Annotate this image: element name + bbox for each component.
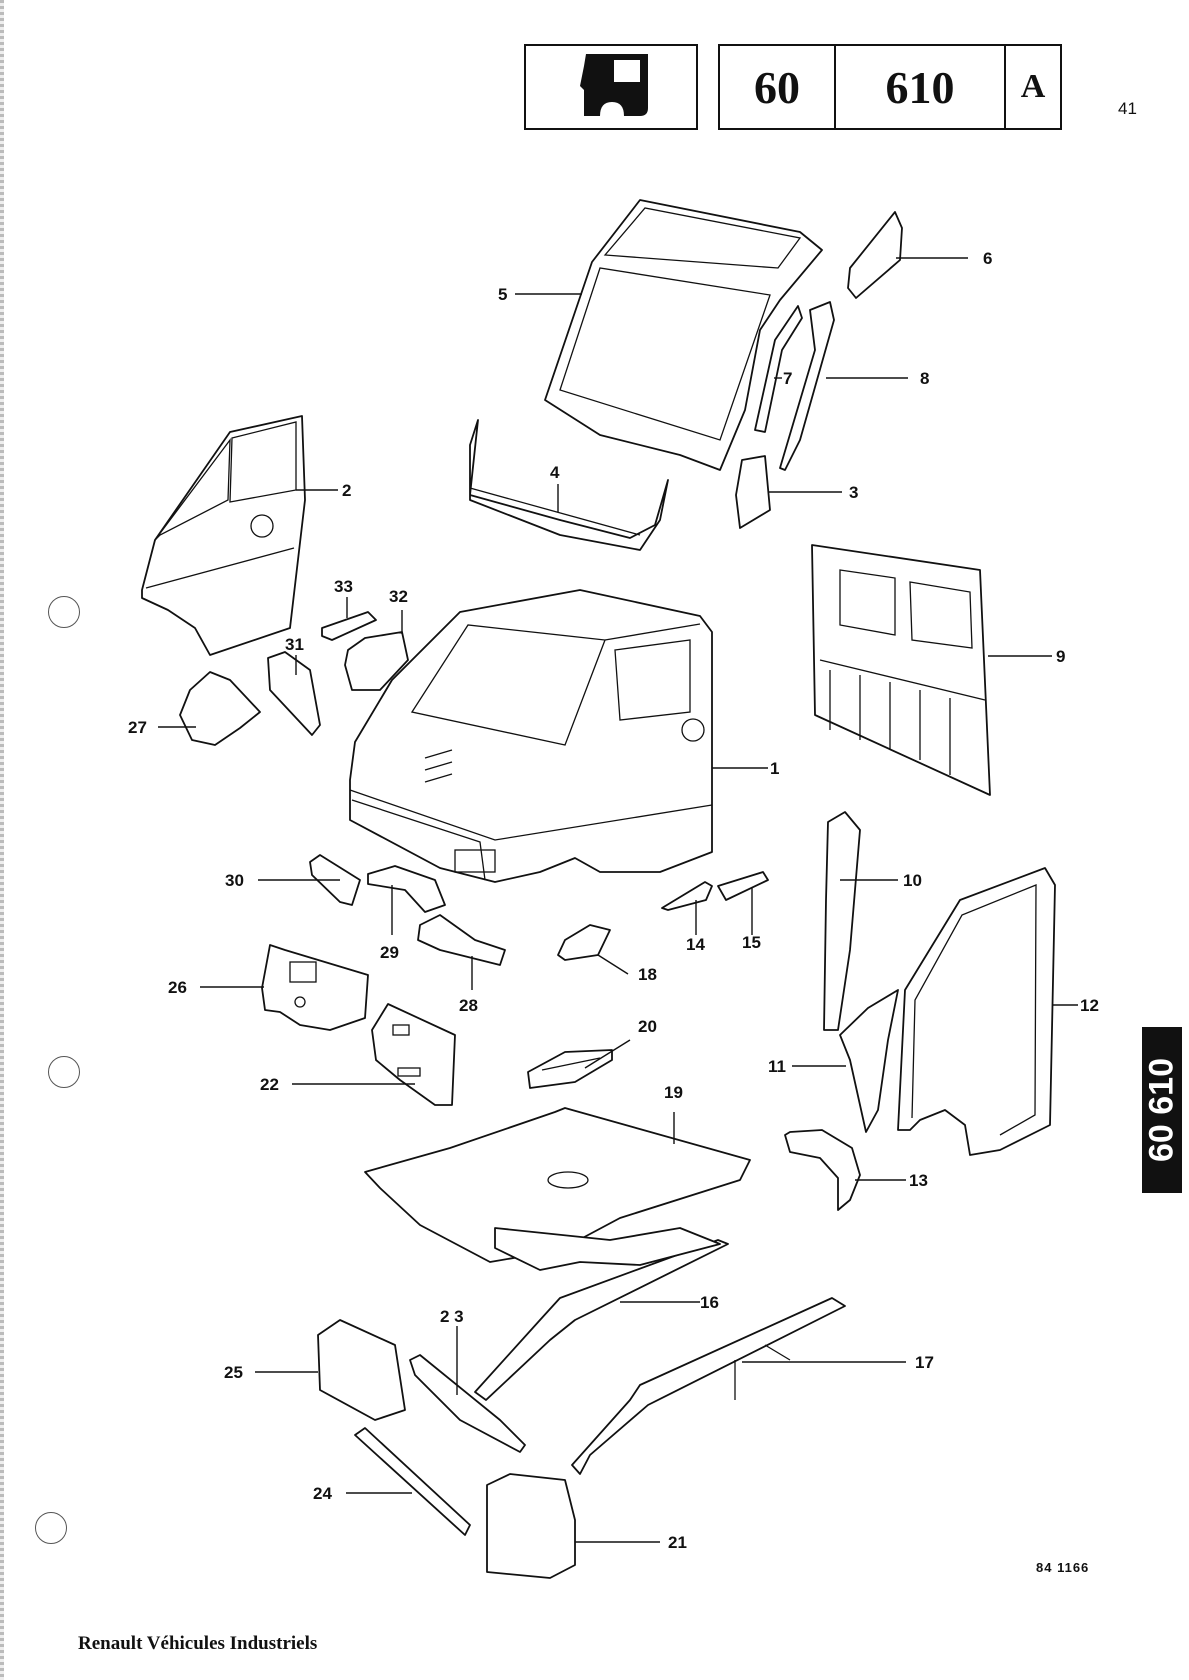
callout-27: 27 [128, 718, 147, 737]
callout-4: 4 [550, 463, 560, 482]
callout-1: 1 [770, 759, 779, 778]
callout-17: 17 [915, 1353, 934, 1372]
part-19-floor-pan [365, 1108, 750, 1270]
part-3-panel [736, 456, 770, 528]
part-26-dash-panel [262, 945, 368, 1030]
callout-31: 31 [285, 635, 304, 654]
callout-33: 33 [334, 577, 353, 596]
callout-28: 28 [459, 996, 478, 1015]
callout-26: 26 [168, 978, 187, 997]
part-25-bracket-box [318, 1320, 405, 1420]
callout-2: 2 [342, 481, 351, 500]
callout-19-20-label: 20 [638, 1017, 657, 1036]
drawing-reference: 84 1166 [1036, 1560, 1089, 1575]
callout-7: 7 [783, 369, 792, 388]
part-18-vent [558, 925, 610, 960]
callout-13: 13 [909, 1171, 928, 1190]
part-27-mount-plate [180, 672, 260, 745]
callout-18: 18 [638, 965, 657, 984]
callout-6: 6 [983, 249, 992, 268]
callout-8: 8 [920, 369, 929, 388]
part-9-rear-wall [812, 545, 990, 795]
part-11-wheel-arch-inner [840, 990, 898, 1132]
part-28-bracket [418, 915, 505, 965]
part-33-strip [322, 612, 376, 640]
callout-29: 29 [380, 943, 399, 962]
callout-30: 30 [225, 871, 244, 890]
part-17-long-member [572, 1298, 845, 1474]
callout-5: 5 [498, 285, 507, 304]
part-6-roof-section [848, 212, 902, 298]
part-15-sill-piece [718, 872, 768, 900]
callout-12: 12 [1080, 996, 1099, 1015]
callout-11: 11 [768, 1057, 786, 1076]
part-12-door-frame [898, 868, 1055, 1155]
part-1-cab-shell [350, 590, 712, 882]
callout-25: 25 [224, 1363, 243, 1382]
part-29-arch-panel [368, 866, 445, 912]
callout-19: 19 [664, 1083, 683, 1102]
publisher-footer: Renault Véhicules Industriels [78, 1633, 317, 1655]
callout-14: 14 [686, 935, 705, 954]
part-31-gusset [268, 652, 320, 735]
part-21-box-member [487, 1474, 575, 1578]
callout-15: 15 [742, 933, 761, 952]
callout-32: 32 [389, 587, 408, 606]
part-24-rail [355, 1428, 470, 1535]
callout-3: 3 [849, 483, 858, 502]
callout-16: 16 [700, 1293, 719, 1312]
part-10-b-pillar [824, 812, 860, 1030]
part-13-arch-bracket [785, 1130, 860, 1210]
callout-24: 24 [313, 1484, 332, 1503]
callout-9: 9 [1056, 647, 1065, 666]
part-2-door [142, 416, 305, 655]
part-20-step [528, 1050, 612, 1088]
callout-10: 10 [903, 871, 922, 890]
part-22-side-panel [372, 1004, 455, 1105]
callout-22: 22 [260, 1075, 279, 1094]
callout-23: 2 3 [440, 1307, 464, 1326]
part-14-sill-piece [662, 882, 712, 910]
callout-21: 21 [668, 1533, 687, 1552]
